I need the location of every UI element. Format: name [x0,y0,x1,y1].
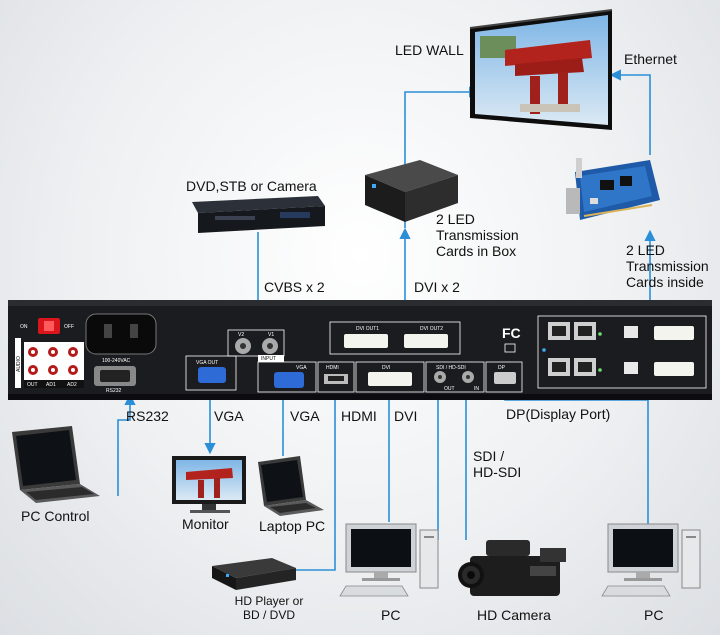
panel-rs232-label: RS232 [106,388,122,394]
led-wall-image [469,9,613,130]
transmission-box-image [365,160,458,222]
arrow-player-hdmi [295,385,341,571]
panel-dvi-out1-label: DVI OUT1 [356,326,379,332]
panel-off-label: OFF [64,324,74,330]
dvi-in-port [368,372,412,386]
panel-fc-mark: FC [502,325,521,341]
video-processor-panel: ON OFF 100-240VAC AUDIO OUT AD1 AD2 RS23… [8,300,712,400]
vga-in-label: VGA [290,408,320,424]
panel-vga-label: VGA [296,365,307,371]
ethernet-label: Ethernet [624,51,677,67]
dvi-out2-port [404,334,448,348]
tx-inside-label: 2 LED Transmission Cards inside [626,242,720,290]
panel-sdi-label: SDI / HD-SDI [436,365,466,371]
panel-input-label: INPUT [261,356,276,362]
hdmi-label: HDMI [341,408,377,424]
hd-player-image [212,558,296,590]
laptop-pc-image [258,456,324,516]
tx-box-label-line2: Transmission [436,227,519,243]
tx-inside-label-line2: Transmission [626,258,709,274]
sdi-label: SDI / HD-SDI [473,448,543,480]
panel-dvi-out2-label: DVI OUT2 [420,326,443,332]
ethernet-ports [548,322,596,376]
panel-audio-out-label: OUT [27,382,38,388]
pc2-label: PC [644,607,664,623]
panel-audio-label: AUDIO [16,356,22,372]
pc-control-laptop [12,426,100,503]
player-label-line1: HD Player or [234,594,304,608]
monitor-image [172,456,246,513]
transmission-card-image [566,158,660,220]
tx-inside-label-line3: Cards inside [626,274,704,290]
laptop-label: Laptop PC [259,518,326,534]
cvbs-label: CVBS x 2 [264,279,325,295]
player-label: HD Player or BD / DVD [214,594,324,622]
vga-out-label: VGA [214,408,244,424]
tx-inside-label-line1: 2 LED [626,242,665,258]
usb-port-1 [624,326,638,338]
dp-label: DP(Display Port) [506,406,611,422]
tx-box-label-line1: 2 LED [436,211,475,227]
hd-camera-label: HD Camera [477,607,551,623]
module-dvi-port-1 [654,326,694,340]
panel-v1-label: V1 [268,332,274,338]
monitor-label: Monitor [182,516,229,532]
led-wall-label: LED WALL [395,42,464,58]
tx-box-label: 2 LED Transmission Cards in Box [436,211,546,259]
dvd-player-image [192,196,325,233]
dvi-out1-port [344,334,388,348]
vga-in-port [274,372,304,388]
usb-port-2 [624,362,638,374]
hd-camera-image [458,540,566,596]
dvi-out-label: DVI x 2 [414,279,460,295]
panel-hdmi-label: HDMI [326,365,339,371]
sdi-label-line1: SDI / [473,448,505,464]
arrow-ethernet-to-wall [609,69,651,155]
panel-dp-label: DP [498,365,506,371]
vga-out-port [198,367,226,383]
dvi-in-label: DVI [394,408,418,424]
panel-on-label: ON [20,324,28,330]
ac-power-socket [85,313,157,355]
player-label-line2: BD / DVD [242,608,295,622]
dp-port [494,372,516,384]
pc-control-label: PC Control [21,508,90,524]
audio-ports [24,342,84,388]
panel-sdi-in-label: IN [474,386,479,392]
pc1-label: PC [381,607,401,623]
panel-ad2-label: AD2 [67,382,77,388]
panel-power-label: 100-240VAC [102,358,131,364]
panel-ad1-label: AD1 [46,382,56,388]
arrow-rs232 [117,393,136,496]
sdi-label-line2: HD-SDI [473,464,522,480]
panel-vga-out-label: VGA OUT [196,360,218,366]
ce-mark-icon [504,343,516,353]
panel-dvi-label: DVI [382,365,390,371]
tx-card-module [537,315,707,389]
panel-v2-label: V2 [238,332,244,338]
rs232-label: RS232 [126,408,169,424]
tx-box-label-line3: Cards in Box [436,243,517,259]
panel-sdi-out-label: OUT [444,386,455,392]
dvd-source-label: DVD,STB or Camera [186,178,317,194]
pc2-image [601,523,701,597]
module-dvi-port-2 [654,362,694,376]
pc1-image [339,523,439,597]
